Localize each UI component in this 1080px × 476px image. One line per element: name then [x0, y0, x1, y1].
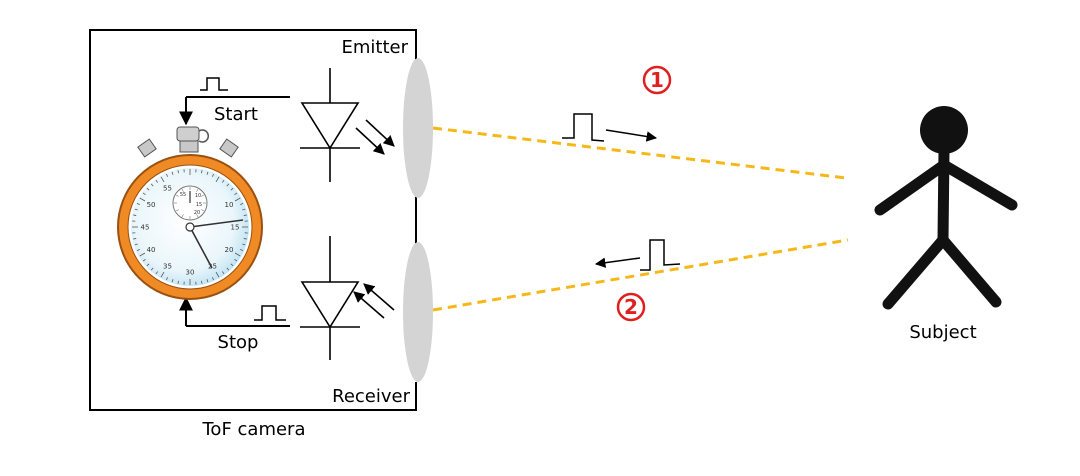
dial-tick	[240, 249, 244, 251]
start-pulse-icon	[200, 77, 228, 91]
outgoing-arrow-icon	[605, 129, 658, 142]
dial-number: 30	[186, 269, 195, 277]
dial-tick	[230, 263, 234, 267]
subject-label: Subject	[909, 322, 976, 343]
subdial-tick	[196, 214, 199, 218]
subdial-tick	[201, 209, 205, 212]
emitter-diode-icon	[300, 68, 395, 182]
dial-tick	[212, 173, 214, 177]
dial-tick	[177, 170, 179, 174]
dial-tick	[222, 179, 225, 183]
dial-number: 55	[163, 185, 172, 193]
outgoing-pulse-icon	[562, 113, 605, 142]
dial-tick	[160, 271, 165, 278]
dial-tick	[142, 192, 146, 195]
dial-tick	[243, 238, 247, 240]
dial-tick	[150, 183, 154, 187]
dial-tick	[155, 179, 158, 183]
path-number-2: 2	[616, 292, 646, 322]
return-pulse-icon	[640, 239, 681, 271]
dial-number: 25	[208, 262, 217, 270]
dial-tick	[155, 271, 158, 275]
stopwatch-icon: 10 15 20 25 30 35 40 45 50 55 55 10 15 20	[117, 126, 263, 300]
dial-number: 40	[147, 246, 156, 254]
dial-tick	[133, 214, 137, 216]
subdial-number: 20	[194, 210, 200, 216]
dial-tick	[234, 252, 241, 257]
dial-tick	[171, 171, 174, 175]
subdial-tick	[175, 209, 179, 212]
dial-number: 35	[163, 262, 172, 270]
dial-tick	[133, 238, 137, 240]
dial-tick	[215, 176, 220, 183]
dial-tick	[134, 208, 138, 211]
outgoing-beam	[432, 126, 847, 180]
dial-tick	[177, 280, 179, 284]
subdial-number: 55	[180, 192, 186, 198]
dial-tick	[242, 243, 246, 246]
dial-tick	[234, 259, 238, 262]
dial-tick	[166, 277, 168, 281]
dial-tick	[134, 243, 138, 246]
return-arrow-icon	[594, 257, 641, 268]
emitter-label: Emitter	[342, 37, 409, 58]
dial-tick	[160, 176, 165, 183]
tof-camera-box	[89, 29, 417, 411]
dial-number: 15	[231, 224, 240, 232]
dial-number: 10	[225, 201, 234, 209]
dial-tick	[146, 187, 150, 191]
dial-tick	[215, 271, 220, 278]
dial-tick	[206, 279, 209, 283]
dial-tick	[222, 271, 225, 275]
dial-tick	[234, 197, 241, 202]
dial-tick	[226, 183, 230, 187]
start-wire	[179, 96, 290, 126]
subdial-tick	[181, 214, 184, 218]
dial-tick	[212, 277, 214, 281]
path-number-1: 1	[642, 65, 672, 95]
svg-text:1: 1	[650, 68, 664, 92]
dial-tick	[136, 249, 140, 251]
stop-label: Stop	[218, 332, 259, 353]
svg-text:2: 2	[624, 295, 638, 319]
subdial-number: 10	[195, 193, 201, 199]
dial-tick	[146, 263, 150, 267]
subdial-number: 15	[196, 202, 202, 208]
dial-tick	[136, 203, 140, 205]
subdial-tick	[175, 194, 179, 197]
receiver-lens-icon	[403, 242, 433, 382]
subdial-tick	[201, 194, 205, 197]
subdial-tick	[181, 188, 184, 192]
dial-tick	[226, 267, 230, 271]
receiver-label: Receiver	[332, 386, 410, 407]
dial-number: 20	[225, 246, 234, 254]
dial-tick	[240, 203, 244, 205]
dial-number: 50	[147, 201, 156, 209]
dial-number: 45	[141, 224, 150, 232]
receiver-diode-icon	[300, 236, 395, 360]
camera-label: ToF camera	[202, 419, 306, 440]
dial-tick	[139, 252, 146, 257]
dial-tick	[142, 259, 146, 262]
stop-pulse-icon	[254, 305, 286, 321]
dial-tick	[243, 214, 247, 216]
dial-tick	[242, 208, 246, 211]
dial-tick	[234, 192, 238, 195]
start-label: Start	[214, 104, 258, 125]
emitter-lens-icon	[403, 58, 433, 198]
dial-tick	[206, 171, 209, 175]
dial-tick	[139, 197, 146, 202]
dial-tick	[201, 280, 203, 284]
dial-tick	[230, 187, 234, 191]
return-beam	[432, 238, 849, 312]
dial-tick	[166, 173, 168, 177]
dial-tick	[150, 267, 154, 271]
stick-figure-icon	[874, 106, 1018, 310]
subdial-tick	[196, 188, 199, 192]
dial-tick	[171, 279, 174, 283]
dial-tick	[201, 170, 203, 174]
stop-wire	[179, 296, 290, 327]
